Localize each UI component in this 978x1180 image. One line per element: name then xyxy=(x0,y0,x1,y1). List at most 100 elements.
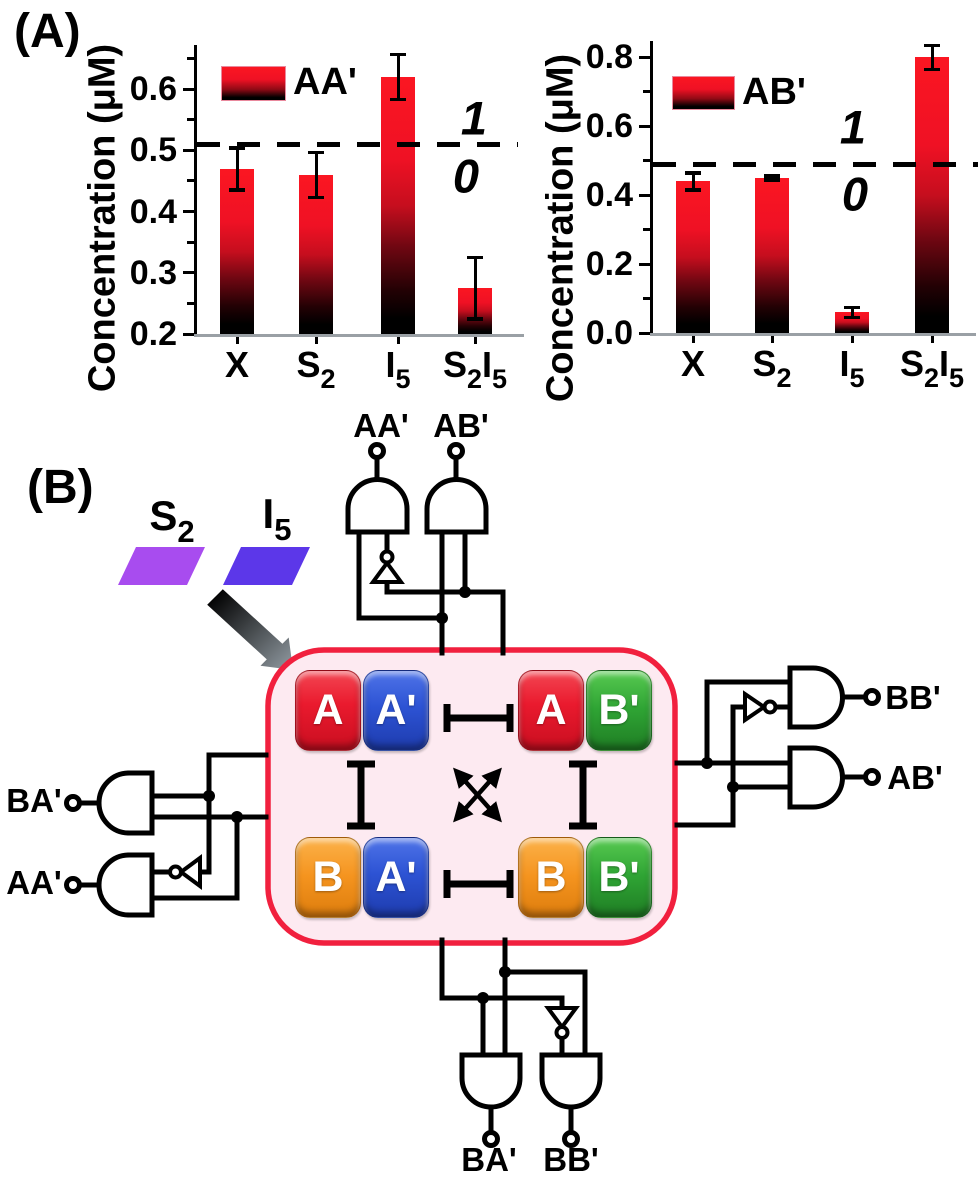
junction-dots xyxy=(203,586,739,1004)
and-gate-right-ab xyxy=(787,745,845,810)
errorbar-captop-I5 xyxy=(390,52,406,57)
label-output-aa-left: AA' xyxy=(6,864,62,901)
bar-X-aa xyxy=(220,168,254,334)
inhibition-bars xyxy=(347,704,597,898)
y-tick-label-aa: 0.5 xyxy=(129,131,177,170)
y-tickmark-ab xyxy=(639,262,650,266)
threshold-line-ab xyxy=(653,161,978,167)
y-tick-label-aa: 0.4 xyxy=(129,192,177,231)
label-output-ab-right: AB' xyxy=(887,759,943,796)
errorbar-captop-S2 xyxy=(764,174,780,178)
and-gate-top-aa xyxy=(345,477,410,535)
block-letter: A xyxy=(312,686,344,734)
y-tickmark-aa xyxy=(183,87,194,91)
x-tickmark-I5 xyxy=(850,336,854,343)
block-letter: B xyxy=(312,853,344,901)
and-gate-bottom-ba xyxy=(459,1052,523,1110)
label-output-bb-right: BB' xyxy=(885,679,941,716)
label-output-aa-top: AA' xyxy=(353,407,409,444)
y-minortick-aa xyxy=(187,301,194,305)
label-s2-input: S2 xyxy=(149,492,194,549)
block-bprime-bottom-right: B' xyxy=(586,837,652,918)
legend-swatch-ab xyxy=(672,76,735,110)
x-tickmark-I5 xyxy=(396,337,400,344)
errorbar-stem-X xyxy=(235,147,239,190)
label-text: X xyxy=(224,344,250,385)
x-tickmark-S2 xyxy=(314,337,318,344)
s2-sub: 2 xyxy=(177,514,195,549)
legend-label-ab: AB' xyxy=(742,71,806,113)
label-output-bb-bottom: BB' xyxy=(543,1141,599,1178)
i5-sub: 5 xyxy=(274,512,292,547)
bar-I5-aa xyxy=(381,76,415,334)
subscript: 2 xyxy=(923,363,939,393)
label-text: S xyxy=(442,344,467,385)
y-tick-label-aa: 0.6 xyxy=(129,70,177,109)
errorbar-capbot-I5 xyxy=(844,315,860,320)
and-gate-left-ba xyxy=(96,770,155,836)
s2-base: S xyxy=(149,492,178,539)
y-tickmark-aa xyxy=(183,148,194,152)
errorbar-captop-I5 xyxy=(844,305,860,310)
block-letter: A' xyxy=(375,686,417,734)
y-tickmark-ab xyxy=(639,331,650,335)
and-gate-top-ab xyxy=(424,477,489,535)
y-minortick-aa xyxy=(187,118,194,122)
y-tickmark-ab xyxy=(639,55,650,59)
errorbar-capbot-S2I5 xyxy=(924,67,940,72)
threshold-high-label-ab: 1 xyxy=(839,100,867,154)
errorbar-stem-I5 xyxy=(850,307,854,318)
block-bprime-top-right: B' xyxy=(586,670,652,751)
label-text: I xyxy=(939,343,950,384)
bar-I5-ab xyxy=(835,312,869,333)
label-text: I xyxy=(839,343,850,384)
y-minortick-ab xyxy=(643,297,650,301)
x-tick-label-I5: I5 xyxy=(839,343,864,393)
label-i5-input: I5 xyxy=(262,490,292,547)
y-axis-aa xyxy=(194,45,197,337)
y-tickmark-ab xyxy=(639,124,650,128)
and-gate-right-bb xyxy=(787,665,845,730)
input-arrow xyxy=(207,589,293,670)
errorbar-stem-S2 xyxy=(770,175,774,180)
threshold-low-label-ab: 0 xyxy=(841,167,869,221)
y-tickmark-aa xyxy=(183,271,194,275)
x-tick-label-I5: I5 xyxy=(385,344,410,394)
y-minortick-aa xyxy=(187,240,194,244)
block-letter: B' xyxy=(598,853,640,901)
y-minortick-ab xyxy=(643,159,650,163)
exchange-arrows xyxy=(453,767,502,823)
inverter-right xyxy=(743,690,768,724)
y-tick-label-aa: 0.3 xyxy=(129,253,177,292)
i5-base: I xyxy=(262,490,275,537)
subscript: 5 xyxy=(949,363,965,393)
label-text: X xyxy=(680,343,706,384)
x-tickmark-X xyxy=(235,337,239,344)
x-tick-label-X: X xyxy=(681,343,705,385)
y-tick-label-ab: 0.0 xyxy=(585,314,633,352)
errorbar-capbot-S2 xyxy=(308,195,324,200)
errorbar-captop-X xyxy=(685,171,701,175)
x-tickmark-S2I5 xyxy=(473,337,477,344)
x-tick-label-X: X xyxy=(225,344,249,386)
bar-X-ab xyxy=(676,181,710,333)
inverter-left xyxy=(177,854,202,890)
y-tick-label-aa: 0.2 xyxy=(129,315,177,353)
block-aprime-bottom-left: A' xyxy=(363,837,429,918)
x-tickmark-X xyxy=(691,336,695,343)
y-minortick-ab xyxy=(643,228,650,232)
wires xyxy=(149,529,793,1058)
label-output-ab-top: AB' xyxy=(433,407,489,444)
label-text: S xyxy=(899,343,924,384)
errorbar-capbot-S2I5 xyxy=(467,317,483,321)
x-tickmark-S2 xyxy=(770,336,774,343)
y-tickmark-aa xyxy=(183,210,194,214)
block-letter: B xyxy=(535,853,567,901)
y-minortick-ab xyxy=(643,90,650,94)
errorbar-stem-S2 xyxy=(314,152,318,198)
and-gate-left-aa xyxy=(96,852,155,918)
block-letter: A xyxy=(535,686,567,734)
threshold-high-label-aa: 1 xyxy=(460,91,488,145)
